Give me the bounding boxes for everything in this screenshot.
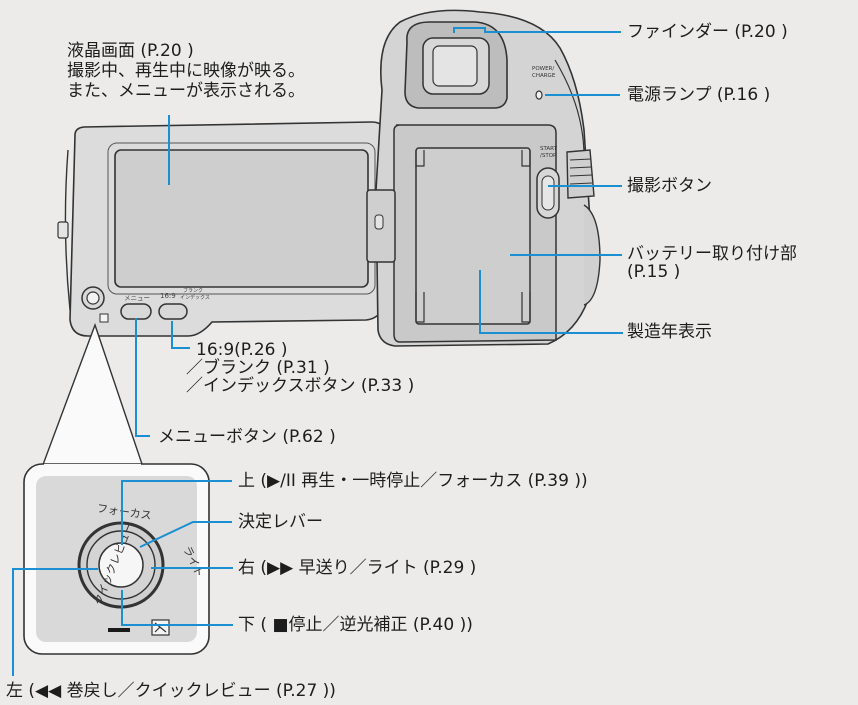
index-small-label: インデックス bbox=[180, 294, 210, 301]
menu-small-label: メニュー bbox=[124, 294, 150, 302]
leader-lever bbox=[139, 521, 232, 548]
zoom-callout: フォーカス ライト クイックレビュー bbox=[23, 322, 210, 655]
leader-finder bbox=[453, 27, 621, 33]
label-right: 右 (▶▶ 早送り／ライト (P.29 ) bbox=[238, 558, 477, 578]
ratio-button-small bbox=[158, 303, 188, 320]
label-record-button: 撮影ボタン bbox=[627, 176, 712, 196]
label-lever: 決定レバー bbox=[238, 512, 323, 532]
label-lcd-desc-1: 撮影中、再生中に映像が映る。 bbox=[67, 61, 305, 81]
leader-left bbox=[12, 568, 98, 676]
blank-small-label: ブランク bbox=[183, 287, 203, 294]
label-down: 下 ( ■停止／逆光補正 (P.40 )) bbox=[238, 615, 473, 635]
label-battery-2: (P.15 ) bbox=[627, 262, 681, 282]
label-menu-button: メニューボタン (P.62 ) bbox=[158, 427, 336, 447]
label-lcd-title: 液晶画面 (P.20 ) bbox=[67, 41, 194, 61]
label-up: 上 (▶/II 再生・一時停止／フォーカス (P.39 )) bbox=[238, 471, 588, 491]
leader-menu bbox=[135, 318, 150, 437]
power-charge-text-1: POWER/ bbox=[532, 66, 554, 72]
label-finder: ファインダー (P.20 ) bbox=[627, 22, 788, 42]
camera-body: POWER/ CHARGE START /STOP bbox=[366, 9, 601, 347]
leader-up bbox=[121, 480, 232, 545]
leader-year bbox=[479, 270, 623, 334]
label-year: 製造年表示 bbox=[627, 322, 712, 342]
start-stop-text-2: /STOP bbox=[540, 153, 557, 159]
lcd-panel: メニュー 16:9 ブランク インデックス bbox=[57, 121, 387, 337]
label-left: 左 (◀◀ 巻戻し／クイックレビュー (P.27 )) bbox=[6, 681, 336, 701]
leader-down bbox=[121, 590, 233, 626]
label-lcd-desc-2: また、メニューが表示される。 bbox=[67, 81, 305, 101]
label-169-2: ／ブランク (P.31 ) bbox=[186, 358, 330, 378]
label-battery-1: バッテリー取り付け部 bbox=[627, 244, 797, 264]
leader-lines bbox=[12, 27, 623, 676]
power-charge-text-2: CHARGE bbox=[532, 73, 556, 79]
label-power-lamp: 電源ランプ (P.16 ) bbox=[627, 85, 771, 105]
battery-compartment bbox=[415, 147, 531, 325]
label-169-1: 16:9(P.26 ) bbox=[196, 340, 288, 360]
power-lamp bbox=[535, 90, 543, 100]
lcd-screen bbox=[114, 149, 369, 288]
ratio-small-label: 16:9 bbox=[160, 292, 176, 300]
start-stop-text-1: START bbox=[540, 146, 558, 152]
leader-169 bbox=[171, 321, 190, 349]
menu-button-small bbox=[120, 303, 152, 320]
label-169-3: ／インデックスボタン (P.33 ) bbox=[186, 376, 415, 396]
